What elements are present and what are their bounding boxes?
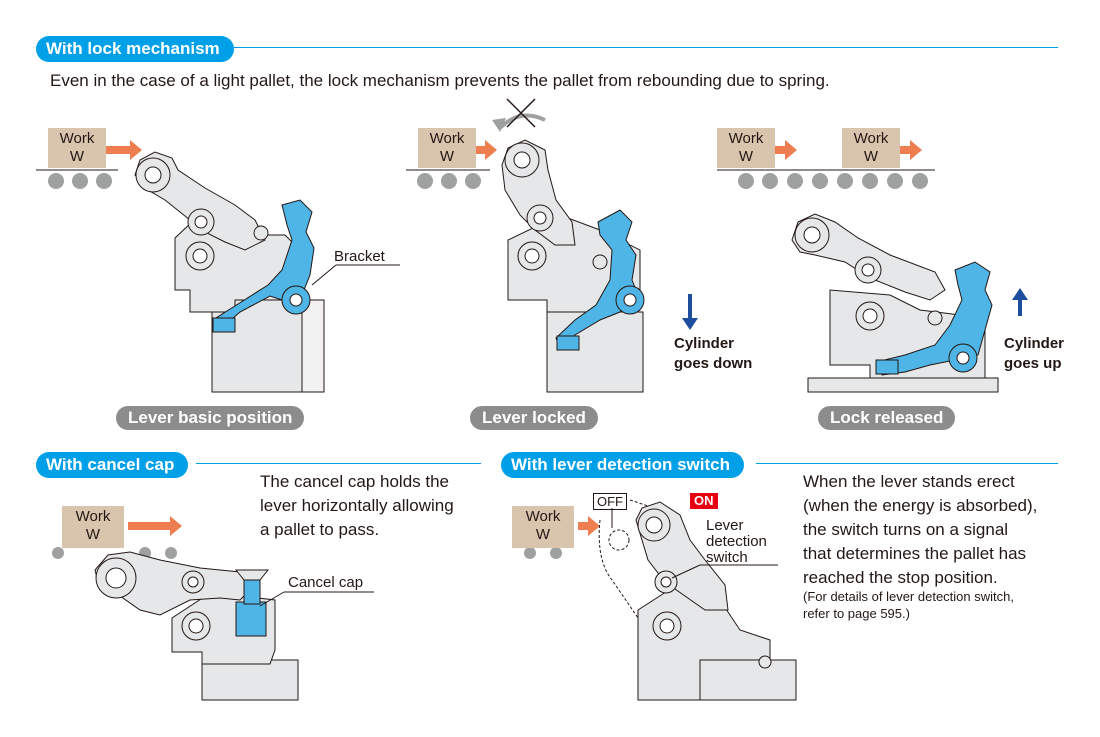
cylinder-up-arrow	[1012, 288, 1028, 316]
section-title-lock: With lock mechanism	[36, 36, 234, 62]
cancel-cap-label: Cancel cap	[288, 574, 364, 591]
panel-cancel-cap	[52, 516, 374, 701]
rebound-arrow	[498, 113, 546, 130]
caption-lock-released: Lock released	[818, 406, 956, 430]
panel-detection-switch	[524, 499, 797, 701]
panel-lever-locked	[406, 98, 698, 393]
on-indicator: ON	[690, 493, 718, 509]
roller	[72, 173, 88, 189]
section-rule-detect	[756, 463, 1058, 464]
detect-description: When the lever stands erect (when the en…	[803, 472, 1038, 587]
section-rule-lock	[230, 47, 1058, 48]
panel-basic-position	[36, 140, 400, 393]
cylinder-down-arrow	[682, 294, 698, 330]
panel-lock-released	[717, 140, 1028, 393]
cancel-cap	[235, 601, 267, 637]
bracket-label: Bracket	[334, 248, 385, 265]
section-rule-cancel	[196, 463, 481, 464]
lever-detection-switch-label: Lever detection switch	[706, 517, 767, 566]
roller	[48, 173, 64, 189]
section-title-cancel: With cancel cap	[36, 452, 189, 478]
caption-basic-position: Lever basic position	[116, 406, 305, 430]
detect-note: (For details of lever detection switch, …	[803, 589, 1014, 621]
caption-lever-locked: Lever locked	[470, 406, 598, 430]
cancel-description: The cancel cap holds the lever horizonta…	[260, 472, 454, 539]
push-arrow	[106, 140, 142, 160]
lock-description: Even in the case of a light pallet, the …	[50, 71, 830, 90]
section-title-detect: With lever detection switch	[501, 452, 744, 478]
off-indicator: OFF	[593, 493, 627, 510]
roller	[96, 173, 112, 189]
